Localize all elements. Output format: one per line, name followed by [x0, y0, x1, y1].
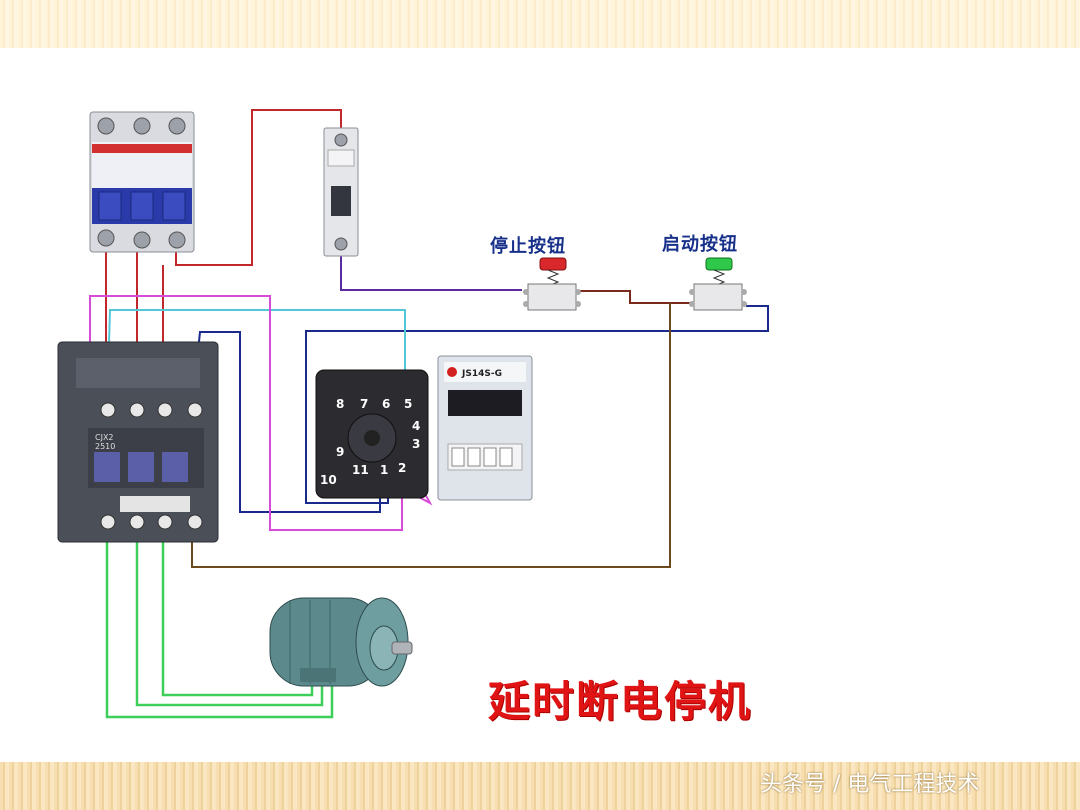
bottom-decor-band — [0, 762, 1080, 810]
ac-contactor: CJX2 2510 — [57, 341, 219, 543]
wire-blue-aux — [195, 331, 381, 513]
top-decor-band — [0, 0, 1080, 48]
stop-button-label: 停止按钮 — [490, 236, 566, 257]
wire-green-1 — [105, 535, 334, 719]
pin-label: 6 — [382, 397, 390, 411]
pin-label: 3 — [412, 437, 420, 451]
contactor-model-label: CJX2 — [95, 433, 114, 442]
pin-label: 2 — [398, 461, 406, 475]
wire-brown-stop-start — [578, 290, 690, 304]
pin-label: 11 — [352, 463, 369, 477]
wire-brown-return — [191, 303, 671, 568]
pin-label: 1 — [380, 463, 388, 477]
wire-magenta — [89, 295, 433, 531]
wire-purple-fuse-stop — [340, 255, 522, 291]
stop-button — [523, 257, 581, 311]
pin-label: 4 — [412, 419, 420, 433]
wire-red-fuse — [175, 109, 342, 266]
relay-model-label: JS14S-G — [461, 369, 502, 379]
wire-green-3 — [161, 535, 314, 697]
start-button-label: 启动按钮 — [662, 234, 738, 255]
electric-motor — [269, 597, 413, 687]
diagram-title: 延时断电停机 — [488, 677, 753, 726]
pin-label: 8 — [336, 397, 344, 411]
watermark-text: 头条号 / 电气工程技术 — [760, 772, 980, 797]
single-pole-breaker — [323, 127, 359, 257]
wire-blue-start-loop — [305, 305, 769, 504]
relay-socket: 8 7 6 5 4 3 9 11 1 2 10 — [315, 369, 429, 499]
wire-green-2 — [135, 535, 324, 707]
time-relay: JS14S-G — [437, 355, 533, 501]
contactor-sub-label: 2510 — [95, 442, 115, 451]
pin-label: 10 — [320, 473, 337, 487]
start-button — [689, 257, 747, 311]
pin-label: 9 — [336, 445, 344, 459]
circuit-breaker — [89, 111, 195, 253]
pin-label: 5 — [404, 397, 412, 411]
pin-label: 7 — [360, 397, 368, 411]
